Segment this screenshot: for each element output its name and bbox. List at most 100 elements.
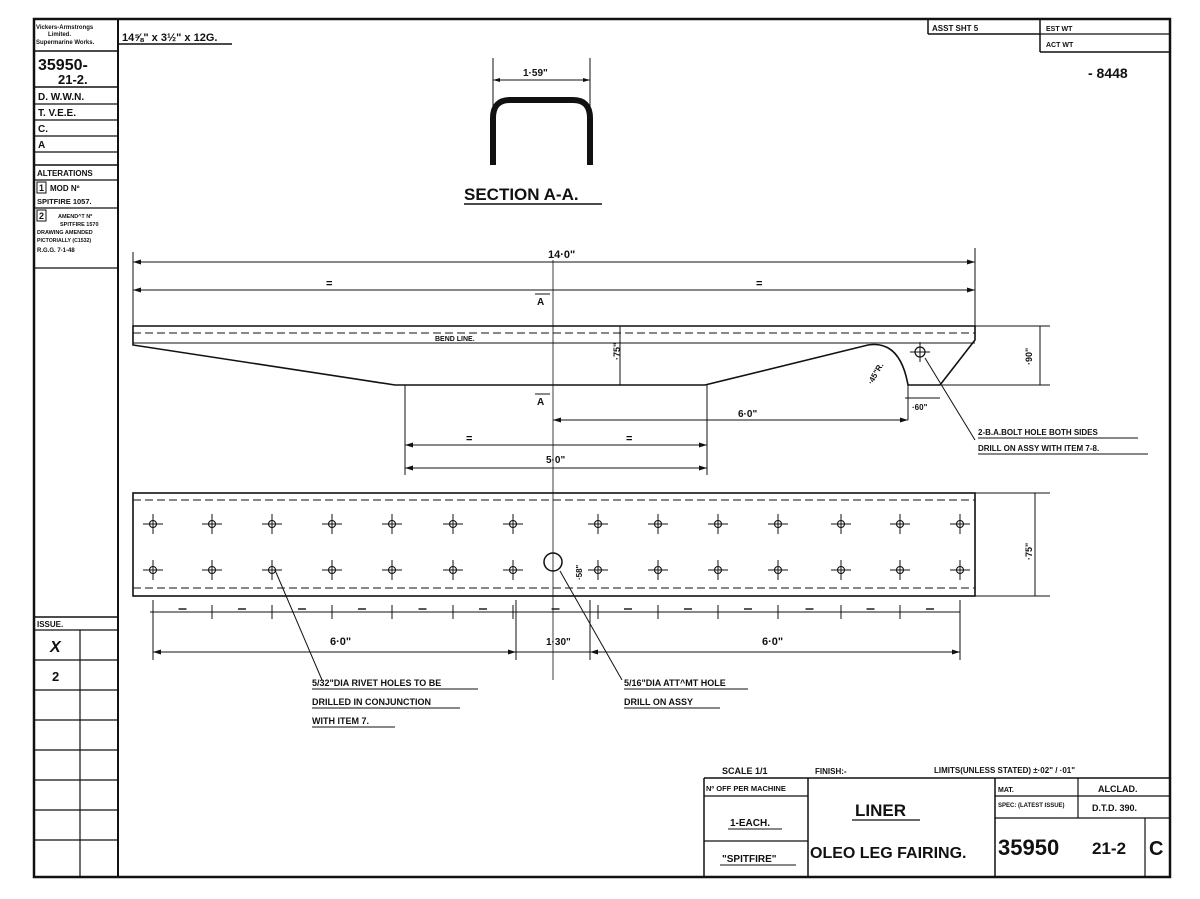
plan-view: ·75" ·58" 6·0" 1·30" 6·0" 5/32"DIA RIVET… — [132, 492, 1050, 728]
tracer-initials: T. V.E.E. — [38, 108, 76, 119]
rivet-hole — [143, 514, 163, 534]
finish-label: FINISH:- — [815, 767, 847, 776]
reference-number: - 8448 — [1088, 65, 1128, 81]
rivet-hole — [503, 514, 523, 534]
corner-radius-dim: ·45"R. — [866, 361, 885, 386]
alterations-header: ALTERATIONS — [37, 169, 93, 178]
section-title: SECTION A-A. — [464, 185, 579, 204]
spec-value: D.T.D. 390. — [1092, 803, 1137, 813]
pitch-right-dim: 6·0" — [762, 636, 783, 648]
rivet-hole — [262, 514, 282, 534]
rivet-hole — [648, 514, 668, 534]
part-outline — [132, 325, 976, 386]
hole-edge-dim: ·58" — [575, 564, 584, 580]
aircraft-name: "SPITFIRE" — [722, 854, 777, 865]
rivet-hole — [648, 560, 668, 580]
assembly-sheet: ASST SHT 5 — [932, 24, 979, 33]
equal-mark-right: = — [756, 278, 762, 290]
checker-initials: C. — [38, 124, 48, 135]
company-line-2: Limited. — [48, 32, 71, 38]
section-a-a: 1·59" SECTION A-A. — [464, 58, 602, 205]
rivet-hole — [443, 514, 463, 534]
rivet-hole — [322, 514, 342, 534]
rivet-hole — [708, 560, 728, 580]
alteration-1-ref: SPITFIRE 1057. — [37, 197, 92, 206]
pitch-left-dim: 6·0" — [330, 636, 351, 648]
rivet-pitch-marks — [152, 605, 961, 619]
left-title-column: Vickers-Armstrongs Limited. Supermarine … — [34, 25, 118, 877]
rivet-hole — [831, 514, 851, 534]
alteration-2-line-1: AMEND^T Nº — [58, 214, 92, 220]
scale-label: SCALE 1/1 — [722, 766, 768, 776]
rivet-hole — [443, 560, 463, 580]
material-size: 14⅝" x 3½" x 12G. — [122, 32, 217, 44]
bend-line-label: BEND LINE. — [435, 336, 475, 343]
taper-length-dim: 5·0" — [546, 455, 565, 466]
material-value: ALCLAD. — [1098, 784, 1138, 794]
alteration-1-number: 1 — [39, 183, 44, 193]
issue-letter: C — [1149, 838, 1163, 860]
section-width-dim: 1·59" — [523, 68, 548, 79]
rivet-hole — [322, 560, 342, 580]
drawing-number: 35950 — [998, 835, 1059, 860]
rivet-note-line-3: WITH ITEM 7. — [312, 716, 369, 726]
material-label: MAT. — [998, 787, 1014, 794]
issue-header: ISSUE. — [37, 620, 63, 629]
rivet-hole — [202, 560, 222, 580]
rivet-hole — [588, 560, 608, 580]
alteration-2-number: 2 — [39, 211, 44, 221]
rivet-hole — [503, 560, 523, 580]
rivet-note-line-1: 5/32"DIA RIVET HOLES TO BE — [312, 678, 441, 688]
spec-label: SPEC: (LATEST ISSUE) — [998, 803, 1065, 809]
sheet-number: 21-2 — [1092, 839, 1126, 858]
hole-note-line-1: 5/16"DIA ATT^MT HOLE — [624, 678, 726, 688]
issue-row-1: X — [49, 639, 62, 656]
section-mark-bottom: A — [537, 397, 544, 408]
rivet-hole — [708, 514, 728, 534]
side-view: 14·0" = = A A BEND LINE. ·75" ·90" ·45"R… — [132, 248, 1148, 680]
rivet-hole-pattern — [143, 514, 970, 580]
weight-box: ASST SHT 5 EST WT ACT WT - 8448 — [927, 19, 1170, 81]
section-mark-top: A — [537, 297, 544, 308]
bolt-note-line-1: 2-B.A.BOLT HOLE BOTH SIDES — [978, 428, 1099, 437]
rivet-hole — [382, 514, 402, 534]
issue-row-2: 2 — [52, 669, 59, 684]
number-off-label: Nº OFF PER MACHINE — [706, 784, 786, 793]
part-name-line-2: OLEO LEG FAIRING. — [810, 845, 966, 862]
equal-mark-lower-left: = — [466, 433, 472, 445]
rivet-hole — [262, 560, 282, 580]
actual-weight-label: ACT WT — [1046, 42, 1074, 49]
rivet-hole — [382, 560, 402, 580]
alteration-1-text: MOD Nº — [50, 184, 80, 193]
equal-mark-lower-right: = — [626, 433, 632, 445]
hole-position-dim: 6·0" — [738, 409, 757, 420]
rivet-hole — [950, 560, 970, 580]
overall-length-dim: 14·0" — [548, 249, 575, 261]
alteration-2-line-3: DRAWING AMENDED — [37, 230, 93, 236]
alteration-2-line-2: SPITFIRE 1570 — [60, 222, 99, 228]
attachment-hole — [543, 552, 563, 572]
part-name-line-1: LINER — [855, 801, 906, 820]
rivet-hole — [768, 560, 788, 580]
estimated-weight-label: EST WT — [1046, 26, 1073, 33]
rivet-hole — [950, 514, 970, 534]
pitch-centre-dim: 1·30" — [546, 637, 571, 648]
equal-mark-left: = — [326, 278, 332, 290]
drawing-border — [32, 17, 1172, 879]
rivet-hole — [202, 514, 222, 534]
rivet-hole — [768, 514, 788, 534]
company-line-1: Vickers-Armstrongs — [36, 25, 94, 31]
rivet-note-line-2: DRILLED IN CONJUNCTION — [312, 697, 431, 707]
limits-label: LIMITS(UNLESS STATED) ±·02" / ·01" — [934, 766, 1075, 775]
quantity-each: 1-EACH. — [730, 818, 770, 829]
rivet-hole — [588, 514, 608, 534]
hole-row-spacing-dim: ·75" — [1024, 543, 1034, 560]
bolt-note-line-2: DRILL ON ASSY WITH ITEM 7-8. — [978, 444, 1099, 453]
rivet-hole — [890, 514, 910, 534]
flat-pattern-outline — [132, 492, 976, 597]
title-block: SCALE 1/1 FINISH:- LIMITS(UNLESS STATED)… — [703, 766, 1170, 877]
draughtsman-initials: D. W.W.N. — [38, 92, 84, 103]
left-drawing-number: 35950- — [38, 57, 88, 74]
rivet-hole — [890, 560, 910, 580]
